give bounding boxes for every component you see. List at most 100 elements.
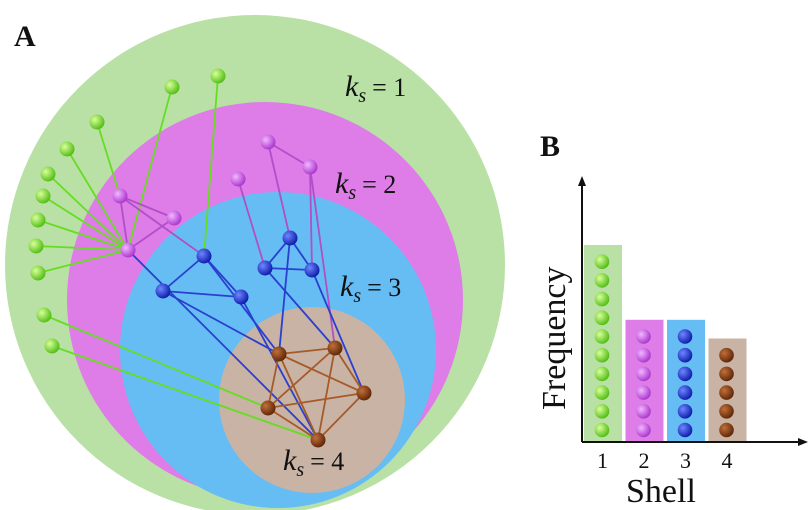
edge-shell4 (267, 347, 336, 409)
node-shell-4 (310, 432, 326, 448)
edge-shell3 (162, 255, 205, 292)
edge-shell1 (35, 245, 129, 251)
edge-shell3 (203, 255, 280, 355)
bar-dot-shell-3 (677, 385, 693, 400)
x-tick-label-1: 1 (597, 448, 608, 473)
bar-dot-shell-4 (719, 366, 734, 382)
bar-dot-shell-2 (636, 329, 651, 344)
node-shell-1 (40, 166, 56, 182)
edge-shell4 (267, 392, 365, 409)
network-edges (35, 75, 365, 441)
shell-label-2: ks= 2 (335, 167, 396, 204)
node-shell-1 (89, 114, 105, 130)
node-shell-4 (271, 346, 287, 362)
x-tick-label-4: 4 (722, 448, 733, 473)
node-shell-2 (166, 210, 182, 226)
network-nodes (28, 68, 372, 448)
edge-shell1 (127, 86, 173, 251)
bar-dot-shell-3 (677, 404, 693, 419)
node-shell-1 (35, 188, 51, 204)
bar-dot-shell-3 (677, 329, 693, 344)
node-shell-3 (304, 262, 320, 278)
bar-dot-shell-2 (636, 422, 651, 438)
y-axis-arrow (578, 176, 586, 186)
node-shell-2 (230, 171, 246, 187)
bar-dot-shell-1 (594, 273, 610, 288)
node-shell-3 (233, 289, 249, 305)
node-shell-2 (260, 134, 276, 150)
node-shell-1 (28, 238, 44, 254)
edge-shell1 (51, 345, 319, 441)
node-shell-3 (155, 283, 171, 299)
node-shell-4 (260, 400, 276, 416)
node-shell-1 (210, 68, 226, 84)
edge-shell1 (43, 314, 269, 409)
edge-shell4 (267, 407, 319, 441)
edge-shell2 (309, 166, 313, 271)
bar-dot-shell-3 (677, 366, 693, 382)
edge-shell2 (119, 195, 205, 257)
bar-dot-shell-1 (594, 385, 610, 400)
edge-shell3 (162, 290, 242, 298)
node-shell-2 (120, 242, 136, 258)
edge-shell4 (317, 347, 336, 441)
panel-a-letter: A (14, 20, 36, 53)
edge-shell1 (96, 121, 121, 197)
shell-4-disc (219, 307, 405, 493)
edge-shell2 (267, 141, 291, 239)
edge-shell3 (311, 269, 365, 394)
node-shell-1 (30, 212, 46, 228)
bar-dot-shell-2 (636, 366, 651, 382)
edge-shell4 (334, 347, 365, 394)
bar-dot-shell-2 (636, 404, 651, 419)
node-shell-3 (257, 260, 273, 276)
bar-dot-shell-1 (594, 291, 610, 307)
bar-dot-shell-3 (677, 347, 693, 363)
bar-dot-shell-3 (677, 422, 693, 438)
node-shell-3 (196, 248, 212, 264)
edge-shell2 (119, 195, 175, 219)
bar-dot-shell-4 (719, 385, 734, 400)
bar-dot-shell-2 (636, 347, 651, 363)
chart-bars (584, 245, 747, 441)
edge-shell2 (267, 141, 311, 168)
node-shell-3 (282, 230, 298, 246)
node-shell-1 (164, 79, 180, 95)
edge-shell3 (127, 249, 319, 441)
x-tick-label-3: 3 (680, 448, 691, 473)
bar-dot-shell-1 (594, 329, 610, 344)
node-shell-2 (112, 188, 128, 204)
bar-dot-shell-4 (719, 404, 734, 419)
x-axis-label: Shell (626, 473, 696, 510)
edge-shell1 (47, 173, 129, 251)
x-axis-arrow (798, 438, 808, 446)
bar-dot-shell-1 (594, 254, 610, 269)
x-tick-labels: 1 2 3 4 (597, 448, 733, 473)
shell-label-1: ks= 1 (345, 70, 406, 107)
bar-dot-shell-2 (636, 385, 651, 400)
edge-shell4 (317, 392, 365, 441)
edge-shell1 (203, 75, 219, 257)
node-shell-1 (30, 265, 46, 281)
x-tick-label-2: 2 (639, 448, 650, 473)
node-shell-1 (36, 307, 52, 323)
bar-dot-shell-4 (719, 347, 734, 363)
bar-dot-shell-1 (594, 310, 610, 326)
edge-shell1 (37, 249, 129, 274)
edge-shell2 (237, 178, 266, 269)
edge-shell3 (240, 296, 319, 441)
node-shell-2 (302, 159, 318, 175)
edge-shell3 (278, 237, 291, 355)
edge-shell4 (278, 353, 319, 441)
edge-shell2 (127, 217, 175, 251)
bar-dot-shell-1 (594, 404, 610, 419)
edge-shell4 (267, 353, 280, 409)
y-axis-label: Frequency (536, 266, 573, 410)
node-shell-1 (59, 141, 75, 157)
bar-dot-shell-4 (719, 422, 734, 438)
shell-label-4: ks= 4 (283, 444, 344, 481)
edge-shell1 (42, 195, 129, 251)
bar-dot-shell-1 (594, 422, 610, 438)
